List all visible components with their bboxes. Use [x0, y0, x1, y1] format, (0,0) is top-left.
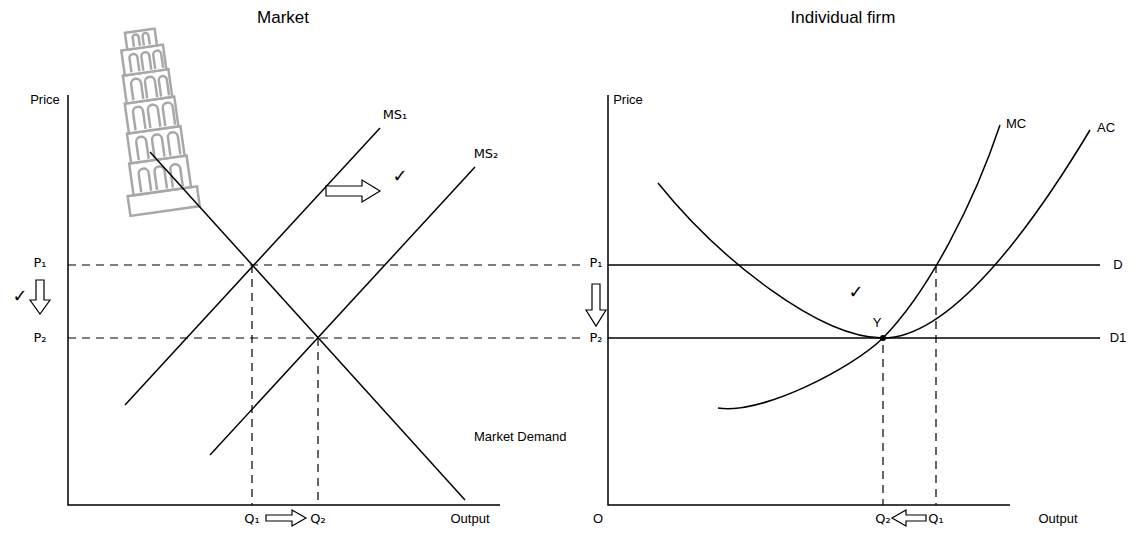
curve-label: MC — [1006, 117, 1026, 131]
axes — [608, 95, 1010, 505]
supply-line — [210, 167, 475, 455]
axis-label: Output — [450, 512, 489, 526]
panel-title: Market — [257, 9, 309, 28]
check-mark: ✓ — [392, 166, 407, 186]
shift-arrow — [30, 280, 50, 314]
shift-arrow — [586, 284, 606, 326]
curve-label: D — [1113, 258, 1122, 272]
point — [880, 335, 886, 341]
panel-title: Individual firm — [791, 9, 896, 28]
price-label: P₂ — [33, 331, 46, 345]
shift-arrow — [326, 180, 380, 202]
axis-label: Output — [1038, 512, 1077, 526]
axis-label: Price — [613, 93, 643, 107]
quantity-label: Q₁ — [244, 512, 259, 526]
curve-label: MS₁ — [383, 108, 408, 122]
demand-line — [150, 152, 465, 500]
shift-arrow — [892, 510, 926, 526]
check-mark: ✓ — [848, 282, 863, 302]
curve-label: AC — [1097, 121, 1115, 135]
curve-label: Market Demand — [474, 430, 566, 444]
curve-label: MS₂ — [474, 147, 499, 161]
dashed-guide — [68, 337, 580, 338]
shift-arrow — [266, 510, 306, 526]
axes — [68, 95, 500, 505]
dashed-guide — [68, 264, 580, 265]
curve-label: D1 — [1110, 331, 1127, 345]
mc-curve — [718, 125, 1000, 409]
point-label: Y — [872, 316, 883, 330]
check-mark: ✓ — [12, 286, 27, 306]
dashed-guide — [251, 265, 252, 505]
axis-label: Price — [30, 93, 60, 107]
dashed-guide — [882, 345, 883, 505]
dashed-guide — [935, 265, 936, 505]
price-label: P₂ — [589, 331, 602, 345]
price-label: P₁ — [33, 256, 46, 270]
demand-line — [608, 337, 1100, 339]
axis-label: O — [593, 512, 603, 526]
dashed-guide — [317, 338, 318, 505]
quantity-label: Q₂ — [875, 512, 890, 526]
quantity-label: Q₂ — [310, 512, 325, 526]
demand-line — [608, 264, 1100, 266]
price-label: P₁ — [589, 256, 602, 270]
ac-curve — [658, 130, 1090, 338]
quantity-label: Q₁ — [928, 512, 943, 526]
tower-illustration — [105, 26, 200, 216]
